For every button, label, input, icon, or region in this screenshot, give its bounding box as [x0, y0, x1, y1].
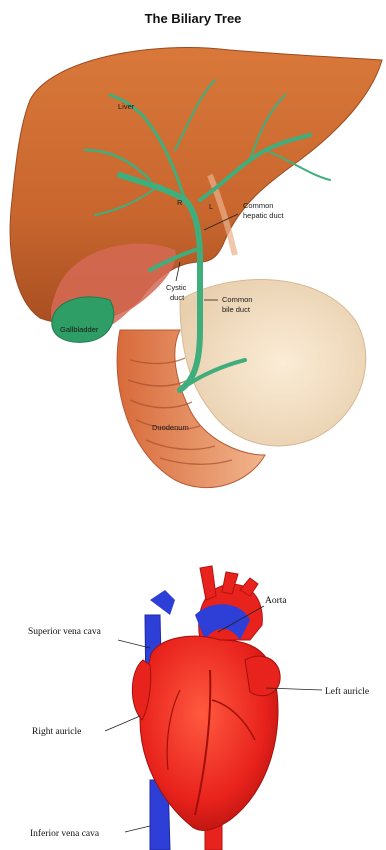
right-auricle-leader [105, 716, 140, 731]
cystic-label-2: duct [170, 293, 185, 302]
duodenum-label: Duodenum [152, 423, 189, 432]
biliary-title: The Biliary Tree [145, 11, 242, 26]
pancreas [180, 280, 366, 446]
common-bile-label-1: Common [222, 295, 252, 304]
liver-label: Liver [118, 102, 135, 111]
left-auricle-label: Left auricle [325, 686, 369, 697]
common-hepatic-label-2: hepatic duct [243, 211, 284, 220]
inferior-vena-cava-leader [125, 826, 150, 832]
inferior-vena-cava-label: Inferior vena cava [30, 828, 100, 839]
superior-vena-cava-label: Superior vena cava [28, 627, 102, 637]
aorta-label: Aorta [265, 596, 287, 606]
heart [132, 566, 280, 850]
cystic-label-1: Cystic [166, 283, 187, 292]
right-duct-label: R [177, 198, 183, 207]
common-bile-label-2: bile duct [222, 305, 251, 314]
right-auricle-label: Right auricle [32, 727, 81, 737]
gallbladder-label: Gallbladder [60, 325, 99, 334]
common-hepatic-label-1: Common [243, 201, 273, 210]
left-duct-label: L [209, 202, 213, 211]
